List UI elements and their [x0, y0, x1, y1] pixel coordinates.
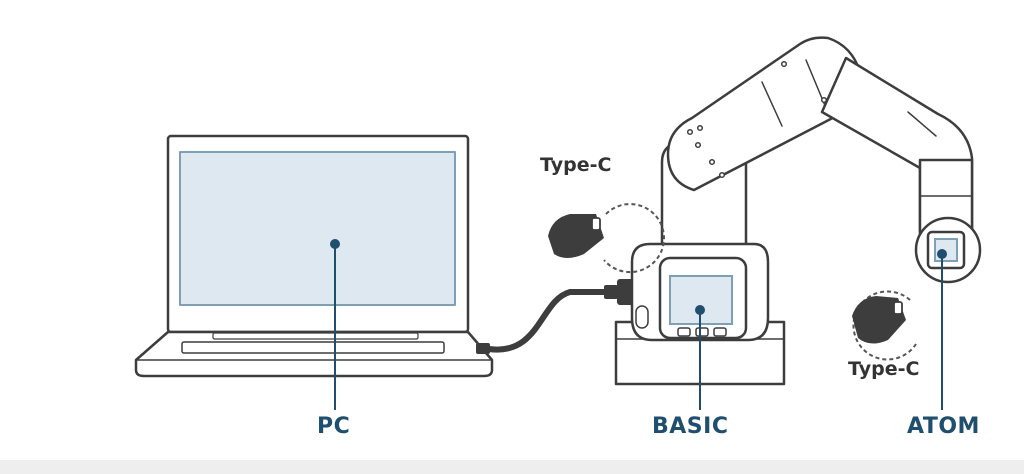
footer-band — [0, 460, 1024, 474]
pc-marker — [330, 239, 340, 249]
pc-label: PC — [317, 414, 351, 439]
usb-cable-icon — [476, 279, 639, 354]
laptop-icon — [134, 134, 494, 378]
basic-controller-icon — [658, 256, 748, 340]
atom-marker — [937, 249, 947, 259]
type-c-connector-icon-atom — [852, 290, 917, 361]
type-c-label-basic: Type-C — [540, 154, 612, 176]
atom-controller-icon — [926, 230, 966, 270]
basic-marker — [695, 305, 705, 315]
basic-label: BASIC — [652, 414, 729, 439]
type-c-connector-icon — [548, 203, 665, 274]
atom-label: ATOM — [907, 414, 980, 439]
type-c-label-atom: Type-C — [848, 358, 920, 380]
leader-lines — [334, 244, 943, 410]
